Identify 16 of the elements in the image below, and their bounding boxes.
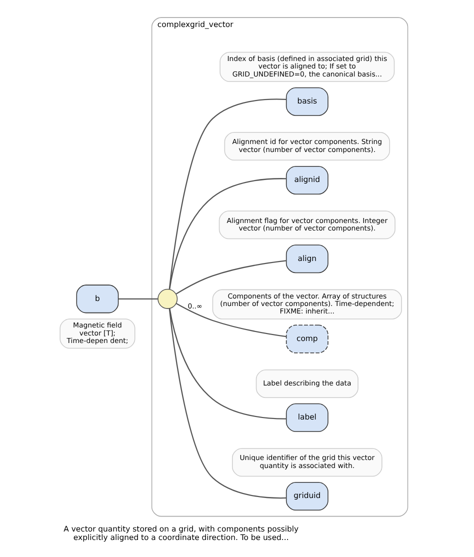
node-box: griduid — [286, 482, 328, 511]
caption: A vector quantity stored on a grid, with components possibly explicitly aligned to a coordinate direction. To be used... — [64, 524, 299, 542]
connector — [176, 303, 286, 338]
node-box: comp — [286, 324, 328, 354]
connector — [168, 308, 286, 499]
connector — [176, 260, 286, 294]
node-box: label — [286, 403, 328, 432]
node-box: b — [76, 284, 119, 314]
connector — [169, 178, 286, 290]
connector — [118, 298, 158, 300]
node-box: basis — [286, 87, 328, 116]
node-circle — [158, 288, 178, 309]
node-box: alignid — [286, 166, 328, 194]
connector — [169, 308, 286, 420]
connector — [168, 98, 286, 290]
node-box: align — [286, 244, 328, 274]
